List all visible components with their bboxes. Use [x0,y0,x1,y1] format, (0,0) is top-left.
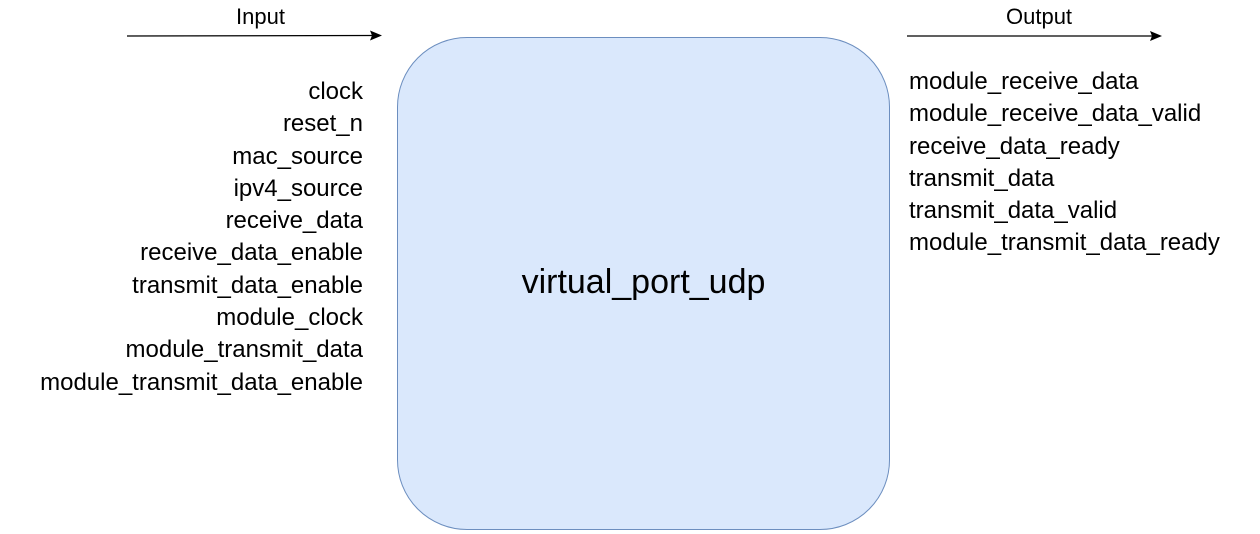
output-arrow-head [1150,31,1162,41]
output-signal: transmit_data [909,164,1055,192]
input-signal: clock [308,78,363,105]
input-signal: receive_data [225,207,363,235]
output-signal: module_transmit_data_ready [909,229,1220,257]
input-arrow-head [370,30,382,41]
input-signal: ipv4_source [233,174,363,202]
output-header: Output [1006,4,1073,29]
output-signal: transmit_data_valid [909,197,1118,225]
module-block: virtual_port_udp [397,37,890,530]
output-signal: module_receive_data [909,68,1139,95]
input-signal: module_clock [216,304,363,332]
output-signal-list: module_receive_data module_receive_data_v… [909,66,1220,260]
input-signal: mac_source [232,142,363,170]
input-header: Input [236,4,285,29]
output-arrow [907,31,1162,41]
input-signal: receive_data_enable [140,239,363,267]
input-signal: module_transmit_data_enable [40,368,363,396]
input-arrow [126,30,382,41]
input-signal: reset_n [282,110,363,138]
output-signal: module_receive_data_valid [909,100,1202,128]
input-signal: transmit_data_enable [132,271,363,299]
module-name: virtual_port_udp [521,262,766,301]
input-signal: module_transmit_data [125,336,363,364]
output-signal: receive_data_ready [909,132,1120,160]
